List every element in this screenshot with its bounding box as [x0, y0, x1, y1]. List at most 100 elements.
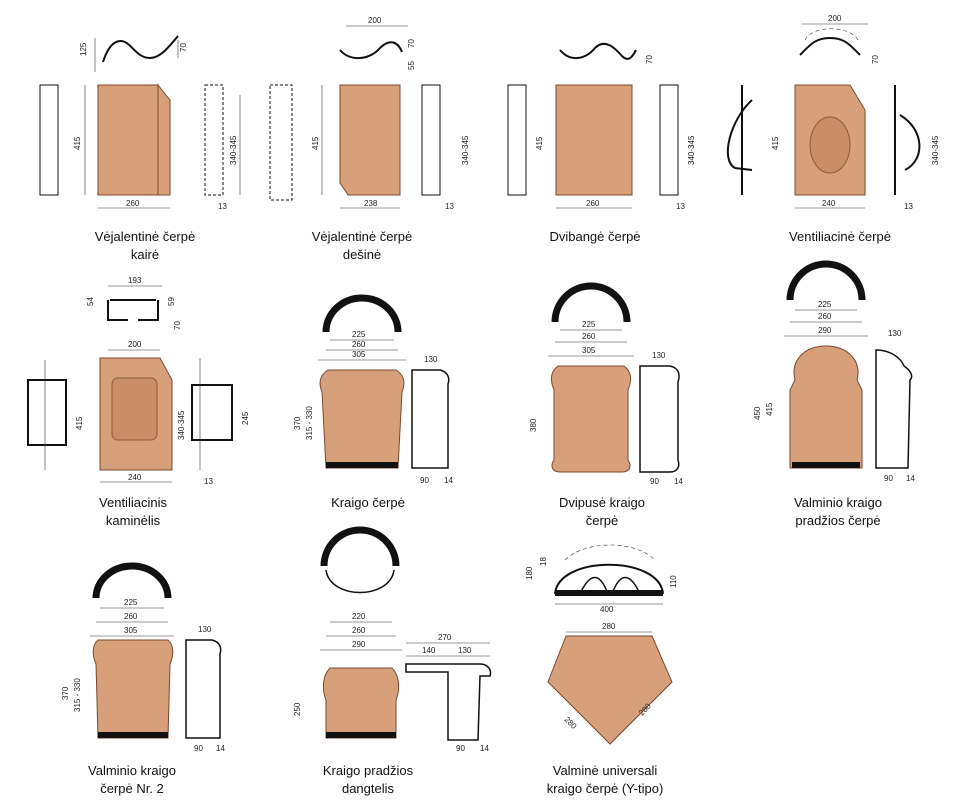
dim-label: 340-345 — [177, 410, 186, 440]
tile-face — [92, 639, 174, 739]
ridge-arc — [320, 526, 400, 567]
item-kraigo-pradzios-dangtelis: 220 260 290 270 140 130 250 90 14 — [293, 526, 492, 753]
tile-profile — [339, 41, 403, 59]
item-ventiliacinis-kaminelis: 193 54 59 70 200 415 240 340-345 245 13 — [27, 276, 250, 486]
caption-line: Valminio kraigo — [88, 763, 176, 778]
caption-line: Dvibangė čerpė — [549, 229, 641, 244]
chimney-top — [107, 299, 159, 321]
dim-label: 193 — [128, 276, 142, 285]
dim-label: 340-345 — [461, 135, 470, 165]
tile-profile — [559, 42, 637, 60]
caption-ventiliacine: Ventiliacinė čerpė — [750, 228, 930, 246]
dim-label: 315 - 330 — [305, 406, 314, 440]
tile-face — [555, 84, 633, 196]
side-view-right — [659, 84, 679, 196]
dim-label: 450 — [753, 406, 762, 420]
dim-label: 14 — [480, 744, 489, 753]
caption-valminio-pradzios: Valminio kraigo pradžios čerpė — [748, 494, 928, 530]
item-ventiliacine: 200 70 415 240 340-345 13 — [726, 14, 940, 211]
dim-label: 130 — [888, 329, 902, 338]
side-view-left — [507, 84, 527, 196]
side-view — [405, 663, 492, 741]
tile-face — [97, 84, 159, 196]
dim-label: 415 — [75, 416, 84, 430]
dim-label: 260 — [586, 199, 600, 208]
dim-label: 260 — [126, 199, 140, 208]
item-valminio-pradzios: 225 260 290 450 415 130 90 14 — [753, 260, 915, 483]
dim-label: 14 — [444, 476, 453, 485]
dim-label: 315 - 330 — [73, 678, 82, 712]
caption-dvibange: Dvibangė čerpė — [505, 228, 685, 246]
caption-line: kraigo čerpė (Y-tipo) — [546, 781, 664, 796]
dim-label: 415 — [771, 136, 780, 150]
side-view-right — [191, 384, 233, 441]
side-view — [639, 365, 680, 473]
dim-label: 305 — [124, 626, 138, 635]
caption-line: kaminėlis — [105, 513, 161, 528]
dim-label: 13 — [218, 202, 227, 211]
caption-line: Ventiliacinė čerpė — [789, 229, 891, 244]
item-vejalentine-kaire: 125 70 415 260 340-345 13 — [39, 35, 241, 211]
dim-label: 260 — [582, 332, 596, 341]
dim-label: 245 — [241, 411, 250, 425]
dim-label: 240 — [128, 473, 142, 482]
dim-label: 225 — [818, 300, 832, 309]
dim-label: 280 — [563, 715, 579, 731]
item-valmine-universali: 400 180 18 110 280 280 280 — [525, 544, 678, 745]
dim-label: 55 — [407, 61, 416, 70]
dim-label: 415 — [765, 402, 774, 416]
tile-face — [339, 84, 401, 196]
item-valminio-nr2: 225 260 305 370 315 - 330 130 90 14 — [61, 562, 225, 753]
dim-label: 70 — [871, 55, 880, 64]
dim-label: 340-345 — [687, 135, 696, 165]
side-view-left — [39, 84, 59, 196]
ridge-arc — [92, 562, 172, 599]
dim-label: 70 — [179, 43, 188, 52]
side-view-left — [27, 379, 67, 446]
dim-label: 220 — [352, 612, 366, 621]
caption-line: Dvipusė kraigo — [559, 495, 645, 510]
tile-profile — [799, 36, 861, 56]
dim-label: 200 — [128, 340, 142, 349]
dim-label: 380 — [529, 418, 538, 432]
caption-line: Vėjalentinė čerpė — [94, 229, 196, 244]
dim-label: 90 — [650, 477, 659, 486]
dim-label: 70 — [173, 321, 182, 330]
dim-label: 140 — [422, 646, 436, 655]
dim-label: 90 — [194, 744, 203, 753]
caption-line: dešinė — [342, 247, 382, 262]
tile-face — [319, 369, 405, 469]
dim-label: 225 — [582, 320, 596, 329]
dim-label: 260 — [352, 626, 366, 635]
dim-label: 200 — [828, 14, 842, 23]
item-kraigo: 225 260 305 370 315 - 330 130 90 14 — [293, 294, 453, 485]
caption-kraigo: Kraigo čerpė — [278, 494, 458, 512]
dim-label: 260 — [818, 312, 832, 321]
tile-profile — [102, 35, 179, 63]
dim-label: 370 — [61, 686, 70, 700]
caption-line: čerpė Nr. 2 — [100, 781, 164, 796]
caption-valminio-nr2: Valminio kraigo čerpė Nr. 2 — [42, 762, 222, 798]
dim-label: 90 — [420, 476, 429, 485]
dim-label: 14 — [216, 744, 225, 753]
dim-label: 14 — [674, 477, 683, 486]
dim-label: 270 — [438, 633, 452, 642]
dim-label: 110 — [669, 575, 678, 588]
item-vejalentine-desine: 200 55 70 415 238 340-345 13 — [269, 16, 470, 211]
dim-label: 305 — [352, 350, 366, 359]
dim-label: 18 — [539, 557, 548, 566]
dim-label: 90 — [884, 474, 893, 483]
dim-label: 13 — [904, 202, 913, 211]
dim-label: 90 — [456, 744, 465, 753]
tile-face — [550, 365, 632, 473]
dim-label: 415 — [73, 136, 82, 150]
dim-label: 305 — [582, 346, 596, 355]
tile-face — [157, 83, 171, 196]
caption-line: Valminė universali — [552, 763, 658, 778]
side-view-left — [269, 84, 293, 201]
side-view — [411, 369, 450, 469]
dim-label: 13 — [445, 202, 454, 211]
dim-label: 225 — [124, 598, 138, 607]
side-view — [875, 349, 913, 469]
dim-label: 70 — [407, 39, 416, 48]
